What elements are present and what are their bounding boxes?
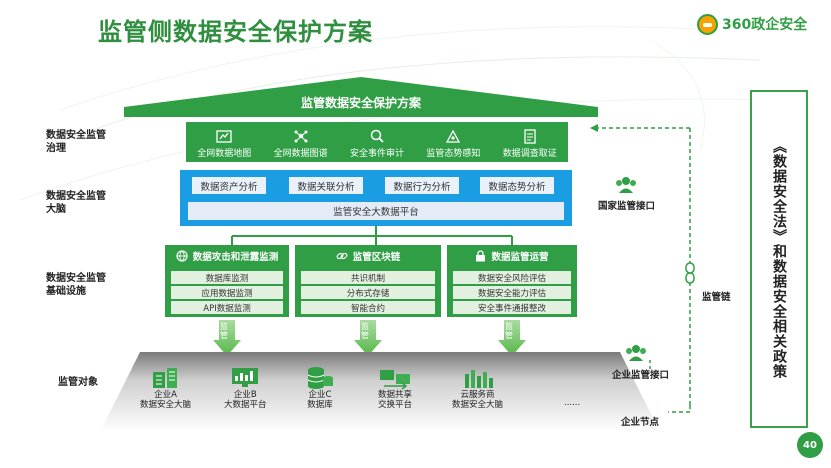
audit-search-icon: [370, 129, 384, 143]
data-graph-icon: [294, 130, 308, 143]
side-label-governance: 数据安全监管 治理: [46, 130, 106, 154]
governance-item-data-map: 全网数据地图: [197, 129, 251, 159]
column-title: 数据监管运营: [491, 252, 549, 263]
brand-logo: 360政企安全: [697, 12, 819, 36]
cloud-building-icon: [464, 370, 493, 388]
column-item: 数据库监测: [171, 271, 283, 284]
national-interface-label: 国家监管接口: [598, 201, 656, 212]
column-item: 分布式存储: [301, 286, 435, 299]
data-map-icon: [216, 130, 232, 143]
target-enterprise-c: 企业C 数据库: [303, 366, 337, 410]
supervise-arrow: 监管: [213, 320, 241, 356]
column-item: 共识机制: [301, 271, 435, 284]
column-item: 数据安全风险评估: [453, 271, 571, 284]
governance-row: 全网数据地图 全网数据图谱 安全事件审计 监管态势感知 数据调查取证: [186, 122, 568, 162]
chain-label: 监管链: [702, 292, 731, 303]
column-item: 智能合约: [301, 301, 435, 314]
side-label-infrastructure: 数据安全监管 基础设施: [46, 273, 106, 297]
server-building-icon: [152, 368, 177, 388]
governance-item-event-audit: 安全事件审计: [350, 129, 404, 159]
database-icon: [307, 367, 333, 389]
brain-panel: 数据资产分析 数据关联分析 数据行为分析 数据态势分析 监管安全大数据平台: [180, 170, 572, 226]
target-data-exchange: 数据共享 交换平台: [378, 366, 412, 410]
column-item: 安全事件通报整改: [453, 301, 571, 314]
column-attack-monitoring: 数据攻击和泄露监测 数据库监测 应用数据监测 API数据监测: [165, 245, 289, 317]
chain-icon: [685, 262, 695, 284]
law-policy-text: 《数据安全法》和数据安全相关政策: [771, 139, 787, 379]
supervise-arrow: 监管: [498, 320, 526, 356]
roof-shape: [124, 77, 598, 117]
360-logo-icon: [697, 13, 718, 35]
analysis-chip-asset: 数据资产分析: [192, 177, 266, 194]
side-label-target: 监管对象: [58, 377, 98, 388]
analysis-chip-behavior: 数据行为分析: [385, 177, 459, 194]
people-icon: [626, 345, 646, 361]
column-blockchain: 监管区块链 共识机制 分布式存储 智能合约: [295, 245, 441, 317]
target-cloud-provider: 云服务商 数据安全大脑: [452, 366, 503, 410]
monitor-chart-icon: [232, 368, 259, 387]
lock-icon: [476, 250, 486, 262]
target-enterprise-b: 企业B 大数据平台: [224, 366, 267, 410]
roof-title: 监管数据安全保护方案: [300, 96, 421, 110]
page-title: 监管侧数据安全保护方案: [98, 18, 373, 46]
analysis-chip-relation: 数据关联分析: [289, 177, 363, 194]
logo-text: 360政企安全: [722, 17, 808, 33]
law-policy-box: 《数据安全法》和数据安全相关政策: [750, 90, 808, 428]
situation-awareness-icon: [446, 129, 461, 143]
side-label-brain: 数据安全监管 大脑: [46, 191, 106, 215]
big-data-platform: 监管安全大数据平台: [188, 202, 564, 220]
supervise-arrow: 监管: [354, 320, 382, 356]
column-title: 数据攻击和泄露监测: [192, 252, 279, 263]
column-item: API数据监测: [171, 301, 283, 314]
column-title: 监管区块链: [352, 252, 401, 263]
people-icon: [616, 177, 636, 193]
column-operations: 数据监管运营 数据安全风险评估 数据安全能力评估 安全事件通报整改: [447, 245, 577, 317]
column-item: 应用数据监测: [171, 286, 283, 299]
enterprise-interface-label: 企业监管接口: [612, 370, 670, 381]
target-enterprise-a: 企业A 数据安全大脑: [140, 366, 191, 410]
chain-link-icon: [336, 252, 348, 260]
governance-item-forensics: 数据调查取证: [503, 129, 557, 159]
analysis-chip-situation: 数据态势分析: [480, 177, 554, 194]
exchange-icon: [380, 370, 410, 390]
target-more: ......: [564, 398, 581, 408]
governance-item-situation-awareness: 监管态势感知: [426, 129, 480, 159]
governance-item-data-graph: 全网数据图谱: [274, 129, 328, 159]
globe-icon: [176, 250, 188, 262]
page-number: 40: [797, 432, 823, 458]
column-item: 数据安全能力评估: [453, 286, 571, 299]
forensics-doc-icon: [524, 129, 536, 144]
enterprise-node-label: 企业节点: [621, 417, 660, 428]
